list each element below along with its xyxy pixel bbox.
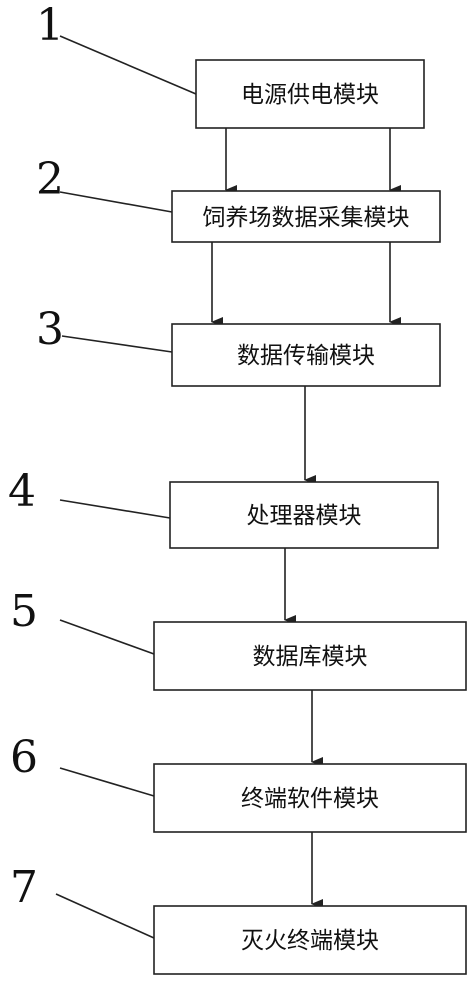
leader-line-4 bbox=[59, 499, 171, 519]
module-box-data-transmission: 数据传输模块 bbox=[171, 323, 441, 387]
module-box-power-supply: 电源供电模块 bbox=[195, 59, 425, 129]
ref-number-2: 2 bbox=[36, 154, 64, 205]
module-label-processor: 处理器模块 bbox=[247, 503, 362, 529]
leader-line-7 bbox=[55, 893, 155, 939]
module-box-terminal-software: 终端软件模块 bbox=[153, 763, 467, 833]
module-label-farm-data-collection: 饲养场数据采集模块 bbox=[203, 205, 410, 231]
module-label-fire-extinguishing-terminal: 灭火终端模块 bbox=[241, 928, 379, 954]
module-label-data-transmission: 数据传输模块 bbox=[237, 343, 375, 369]
leader-line-2 bbox=[59, 191, 173, 213]
module-label-terminal-software: 终端软件模块 bbox=[241, 786, 379, 812]
ref-number-1: 1 bbox=[36, 0, 64, 51]
leader-line-3 bbox=[61, 335, 173, 353]
leader-line-5 bbox=[59, 619, 155, 655]
module-box-fire-extinguishing-terminal: 灭火终端模块 bbox=[153, 905, 467, 975]
module-box-database: 数据库模块 bbox=[153, 621, 467, 691]
module-box-farm-data-collection: 饲养场数据采集模块 bbox=[171, 190, 441, 243]
ref-number-5: 5 bbox=[10, 586, 38, 637]
ref-number-7: 7 bbox=[10, 862, 38, 913]
ref-number-3: 3 bbox=[36, 304, 64, 355]
leader-line-1 bbox=[59, 35, 197, 95]
module-label-power-supply: 电源供电模块 bbox=[241, 82, 379, 108]
ref-number-6: 6 bbox=[10, 732, 38, 783]
module-label-database: 数据库模块 bbox=[253, 644, 368, 670]
leader-line-6 bbox=[59, 767, 155, 797]
module-box-processor: 处理器模块 bbox=[169, 481, 439, 549]
ref-number-4: 4 bbox=[8, 466, 36, 517]
